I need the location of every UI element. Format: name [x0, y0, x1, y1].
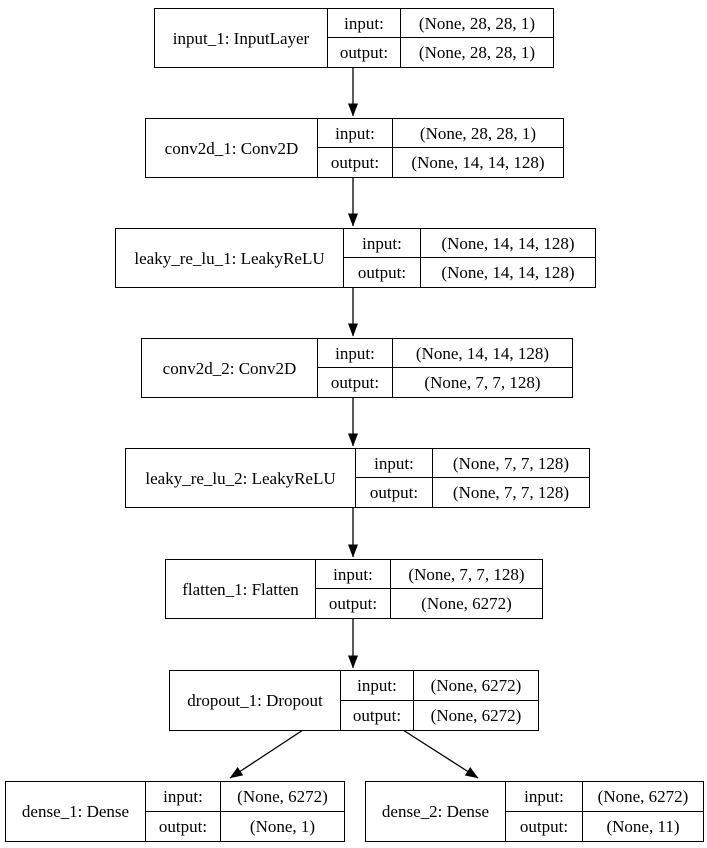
input-row-label: input:	[318, 119, 393, 148]
layer-node-dense-2: dense_2: Dense input: (None, 6272) outpu…	[365, 781, 704, 842]
layer-label: dropout_1: Dropout	[170, 671, 341, 730]
output-row-label: output:	[328, 38, 401, 67]
layer-label: conv2d_1: Conv2D	[146, 119, 318, 177]
output-shape: (None, 1)	[249, 816, 316, 836]
input-shape: (None, 7, 7, 128)	[433, 449, 589, 478]
output-row-label: output:	[318, 368, 393, 397]
layer-label: leaky_re_lu_1: LeakyReLU	[116, 229, 344, 287]
edge-dropout_1-dense_1	[229, 729, 304, 779]
layer-node-dense-1: dense_1: Dense input: (None, 6272) outpu…	[5, 781, 345, 842]
input-row-label: input:	[344, 229, 421, 258]
layer-node-leaky-re-lu-1: leaky_re_lu_1: LeakyReLU input: (None, 1…	[115, 228, 596, 288]
input-shape: (None, 28, 28, 1)	[401, 9, 553, 38]
output-shape: (None, 28, 28, 1)	[418, 43, 536, 62]
output-shape: (None, 14, 14, 128)	[441, 263, 575, 282]
layer-label: leaky_re_lu_2: LeakyReLU	[126, 449, 356, 507]
output-row-label: output:	[146, 811, 221, 841]
layer-node-leaky-re-lu-2: leaky_re_lu_2: LeakyReLU input: (None, 7…	[125, 448, 590, 508]
input-shape: (None, 6272)	[414, 671, 538, 701]
input-shape: (None, 6272)	[221, 782, 344, 812]
input-shape: (None, 7, 7, 128)	[391, 560, 542, 589]
output-shape: (None, 7, 7, 128)	[424, 373, 541, 392]
input-shape: (None, 14, 14, 128)	[421, 229, 595, 258]
layer-label: flatten_1: Flatten	[166, 560, 316, 618]
layer-node-flatten-1: flatten_1: Flatten input: (None, 7, 7, 1…	[165, 559, 543, 619]
layer-node-conv2d-2: conv2d_2: Conv2D input: (None, 14, 14, 1…	[141, 338, 573, 398]
input-shape: (None, 6272)	[583, 782, 703, 812]
output-shape: (None, 6272)	[430, 705, 522, 725]
output-shape: (None, 14, 14, 128)	[411, 153, 545, 172]
output-shape: (None, 11)	[606, 816, 680, 836]
layer-label: dense_1: Dense	[6, 782, 146, 841]
layer-node-input-1: input_1: InputLayer input: (None, 28, 28…	[154, 8, 554, 68]
input-row-label: input:	[328, 9, 401, 38]
input-row-label: input:	[356, 449, 433, 478]
output-row-label: output:	[344, 258, 421, 287]
output-shape: (None, 6272)	[421, 594, 512, 613]
input-row-label: input:	[506, 782, 583, 812]
input-row-label: input:	[146, 782, 221, 812]
layer-label: input_1: InputLayer	[155, 9, 328, 67]
input-row-label: input:	[341, 671, 414, 701]
output-row-label: output:	[506, 811, 583, 841]
output-row-label: output:	[356, 478, 433, 507]
output-shape: (None, 7, 7, 128)	[452, 483, 570, 502]
layer-label: dense_2: Dense	[366, 782, 506, 841]
output-row-label: output:	[316, 589, 391, 618]
layer-node-dropout-1: dropout_1: Dropout input: (None, 6272) o…	[169, 670, 539, 731]
output-row-label: output:	[341, 700, 414, 730]
input-row-label: input:	[318, 339, 393, 368]
input-shape: (None, 14, 14, 128)	[393, 339, 572, 368]
output-row-label: output:	[318, 148, 393, 177]
edge-dropout_1-dense_2	[402, 729, 479, 779]
input-shape: (None, 28, 28, 1)	[393, 119, 563, 148]
input-row-label: input:	[316, 560, 391, 589]
layer-node-conv2d-1: conv2d_1: Conv2D input: (None, 28, 28, 1…	[145, 118, 564, 178]
layer-label: conv2d_2: Conv2D	[142, 339, 318, 397]
